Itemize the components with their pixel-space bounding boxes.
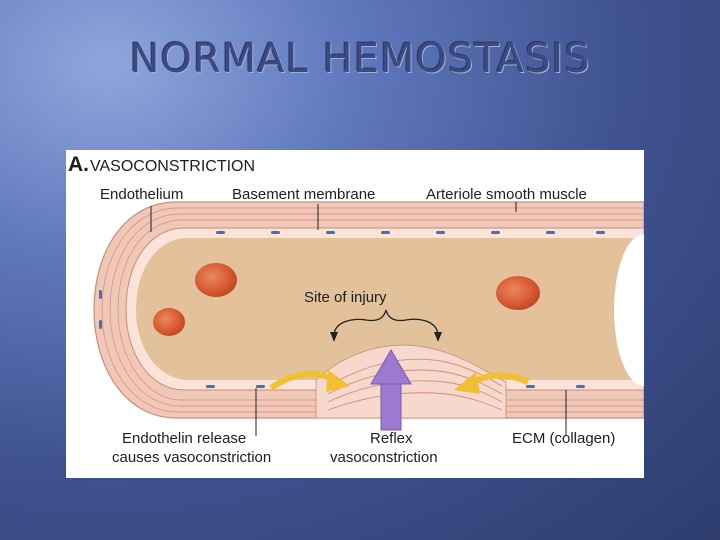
vessel-opening bbox=[614, 234, 644, 386]
injury-brace bbox=[333, 309, 439, 337]
reflex-arrow-head bbox=[370, 349, 412, 385]
vasoconstriction-diagram: A. VASOCONSTRICTION Endothelium Basement… bbox=[66, 150, 644, 478]
red-blood-cell bbox=[195, 263, 237, 297]
leader-lines bbox=[150, 202, 567, 436]
label-smooth-muscle: Arteriole smooth muscle bbox=[426, 186, 587, 203]
red-blood-cells bbox=[153, 263, 540, 336]
collagen-fibers bbox=[327, 358, 503, 411]
endothelial-nuclei bbox=[99, 231, 605, 388]
label-endothelium: Endothelium bbox=[100, 186, 183, 203]
label-ecm-collagen: ECM (collagen) bbox=[512, 430, 615, 447]
label-basement-membrane: Basement membrane bbox=[232, 186, 375, 203]
label-endothelin-release: Endothelin release bbox=[122, 430, 246, 447]
slide-title: NORMAL HEMOSTASIS bbox=[129, 36, 591, 82]
vessel-illustration: A. VASOCONSTRICTION Endothelium Basement… bbox=[68, 153, 644, 466]
label-reflex: Reflex bbox=[370, 430, 413, 447]
panel-title: VASOCONSTRICTION bbox=[90, 158, 255, 175]
label-site-of-injury: Site of injury bbox=[304, 289, 387, 306]
label-reflex-vasoconstriction: vasoconstriction bbox=[330, 449, 438, 466]
vessel-lumen bbox=[136, 238, 644, 380]
reflex-arrow-shaft bbox=[380, 381, 402, 431]
red-blood-cell bbox=[496, 276, 540, 310]
red-blood-cell bbox=[153, 308, 185, 336]
label-causes-vasoconstriction: causes vasoconstriction bbox=[112, 449, 271, 466]
panel-letter: A. bbox=[68, 153, 89, 176]
